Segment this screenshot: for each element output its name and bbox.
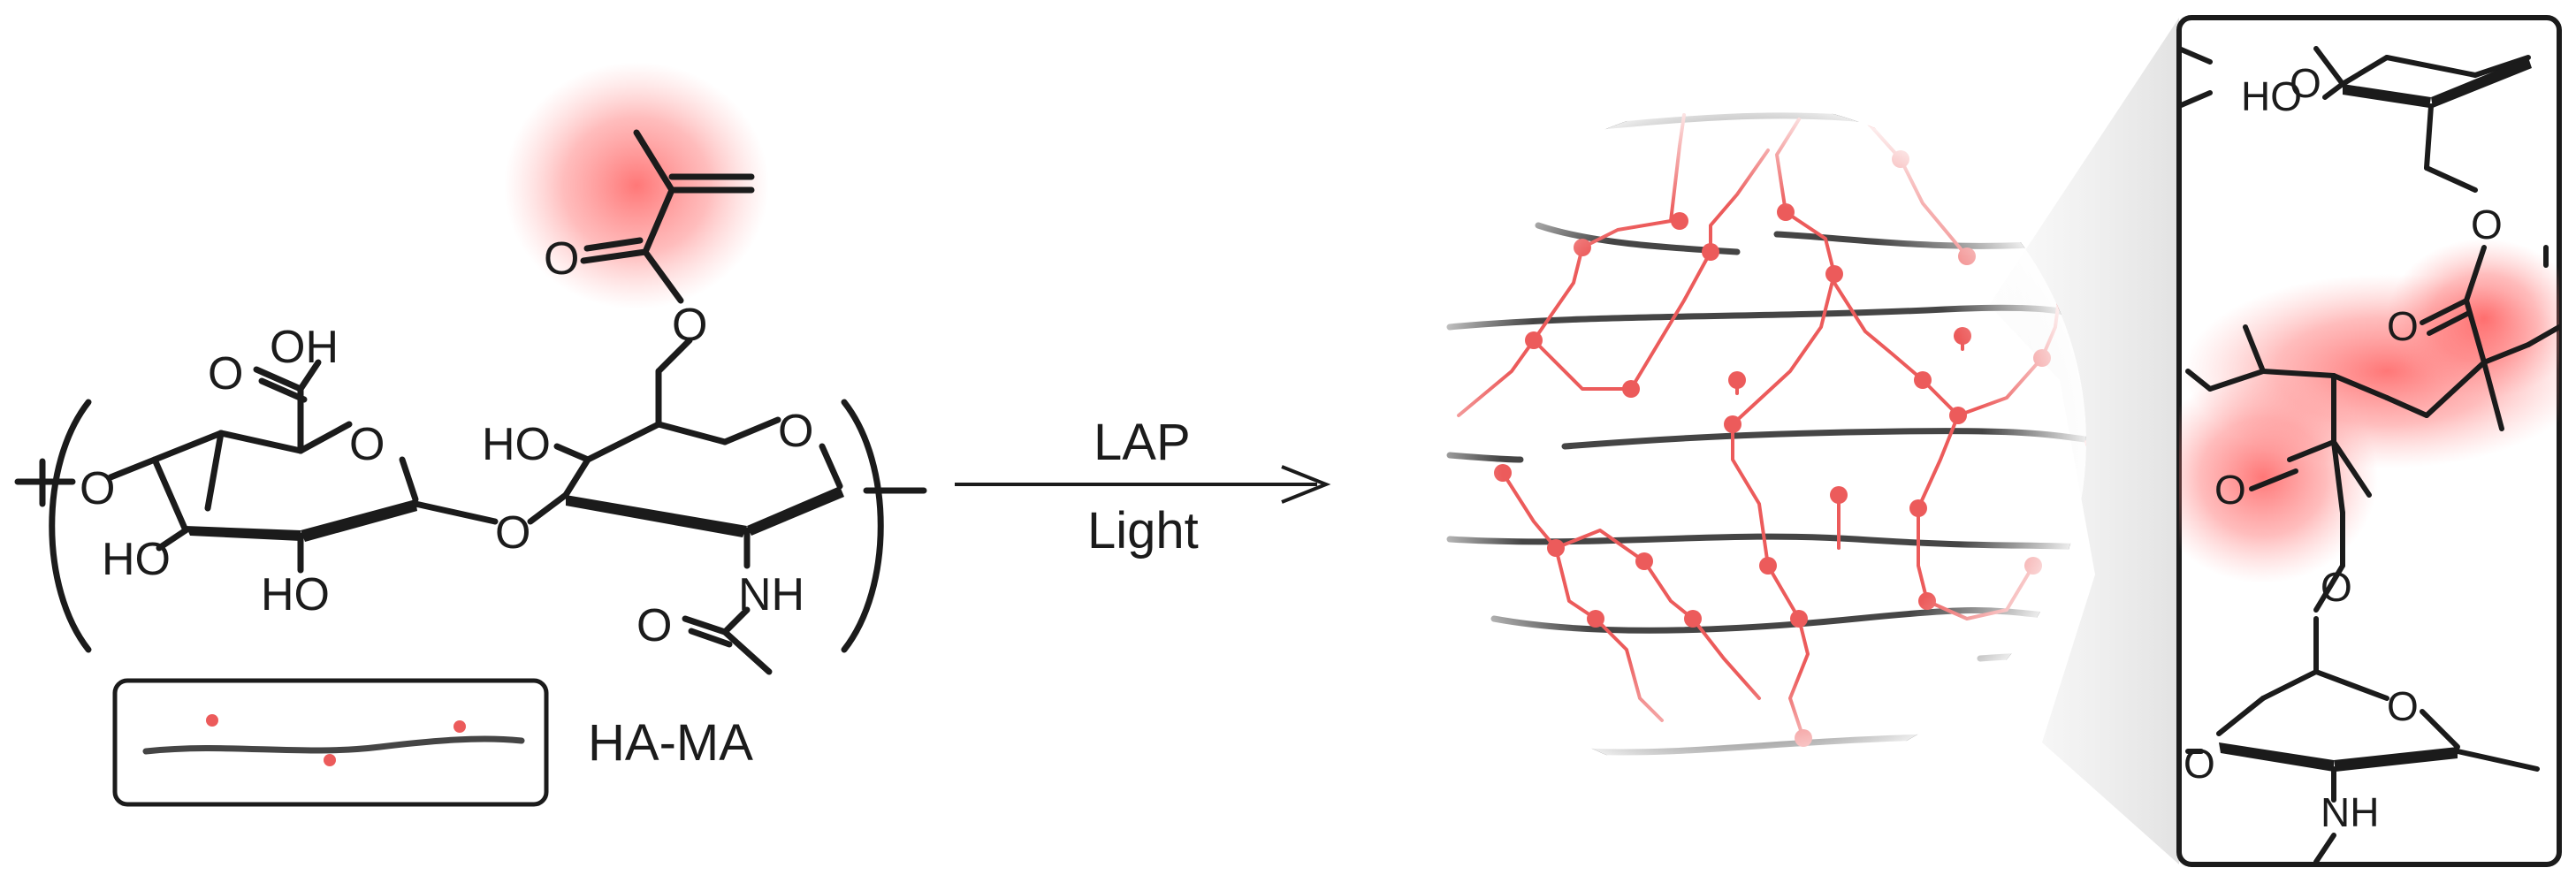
bracket-left [49, 399, 92, 653]
inset-ho-top: HO [2241, 73, 2302, 119]
legend-dot [453, 720, 466, 733]
ho-glcnac: HO [482, 419, 551, 470]
amide-o: O [636, 600, 672, 651]
ha-ma-structure: O O O OH HO HO O [14, 62, 927, 807]
ho-glca-1: HO [102, 534, 171, 585]
crosslink-highlight [2387, 239, 2559, 398]
inset-ring-o-bottom: O [2387, 683, 2419, 729]
glucuronic-acid-ring [151, 359, 499, 574]
inset-ester-o-top: O [2471, 202, 2503, 247]
legend-dot [206, 714, 218, 727]
glcnac-ring [553, 337, 844, 675]
ha-ma-legend [112, 678, 549, 807]
legend-dot [324, 754, 336, 766]
ring-o-2: O [778, 406, 813, 457]
arrow-head [1281, 465, 1331, 504]
carbonyl-o-glca: O [208, 348, 243, 400]
hydrogel-network [1397, 102, 2086, 782]
inset-nh-bottom: NH [2321, 789, 2379, 835]
carbonyl-o-ma: O [544, 233, 579, 285]
methacrylate-highlight [504, 62, 769, 309]
ho-glca-2: HO [261, 569, 330, 620]
inset-carbonyl-o-bottom: O [2214, 467, 2246, 513]
oh-top: OH [270, 322, 339, 373]
inset-carbonyl-o-top: O [2387, 303, 2419, 349]
legend-box [112, 678, 549, 807]
inset-link-o-bottom: O [2184, 741, 2215, 787]
ring-o-1: O [349, 419, 385, 470]
nh: NH [738, 569, 804, 620]
link-o-left: O [80, 463, 115, 514]
inset-bottom-ring [2185, 616, 2540, 864]
inset-top-ring [2179, 46, 2532, 193]
bracket-right [841, 399, 884, 653]
inset-ring-o-top: O [2290, 60, 2321, 106]
reaction-arrow: LAP Light [955, 414, 1331, 559]
legend-strand [142, 735, 525, 755]
ha-ma-label: HA-MA [588, 714, 753, 772]
link-o-mid: O [495, 507, 530, 559]
condition-label: Light [1087, 502, 1199, 559]
ester-o-ma: O [672, 300, 707, 351]
crosslink-highlight [2179, 371, 2378, 583]
inset-ester-o-bottom: O [2321, 564, 2352, 610]
methacrylate-group: O [580, 129, 755, 351]
inset-crosslink-backbone [2185, 245, 2559, 613]
reagent-label: LAP [1094, 414, 1191, 471]
crosslink-inset: O HO O [2176, 15, 2562, 867]
